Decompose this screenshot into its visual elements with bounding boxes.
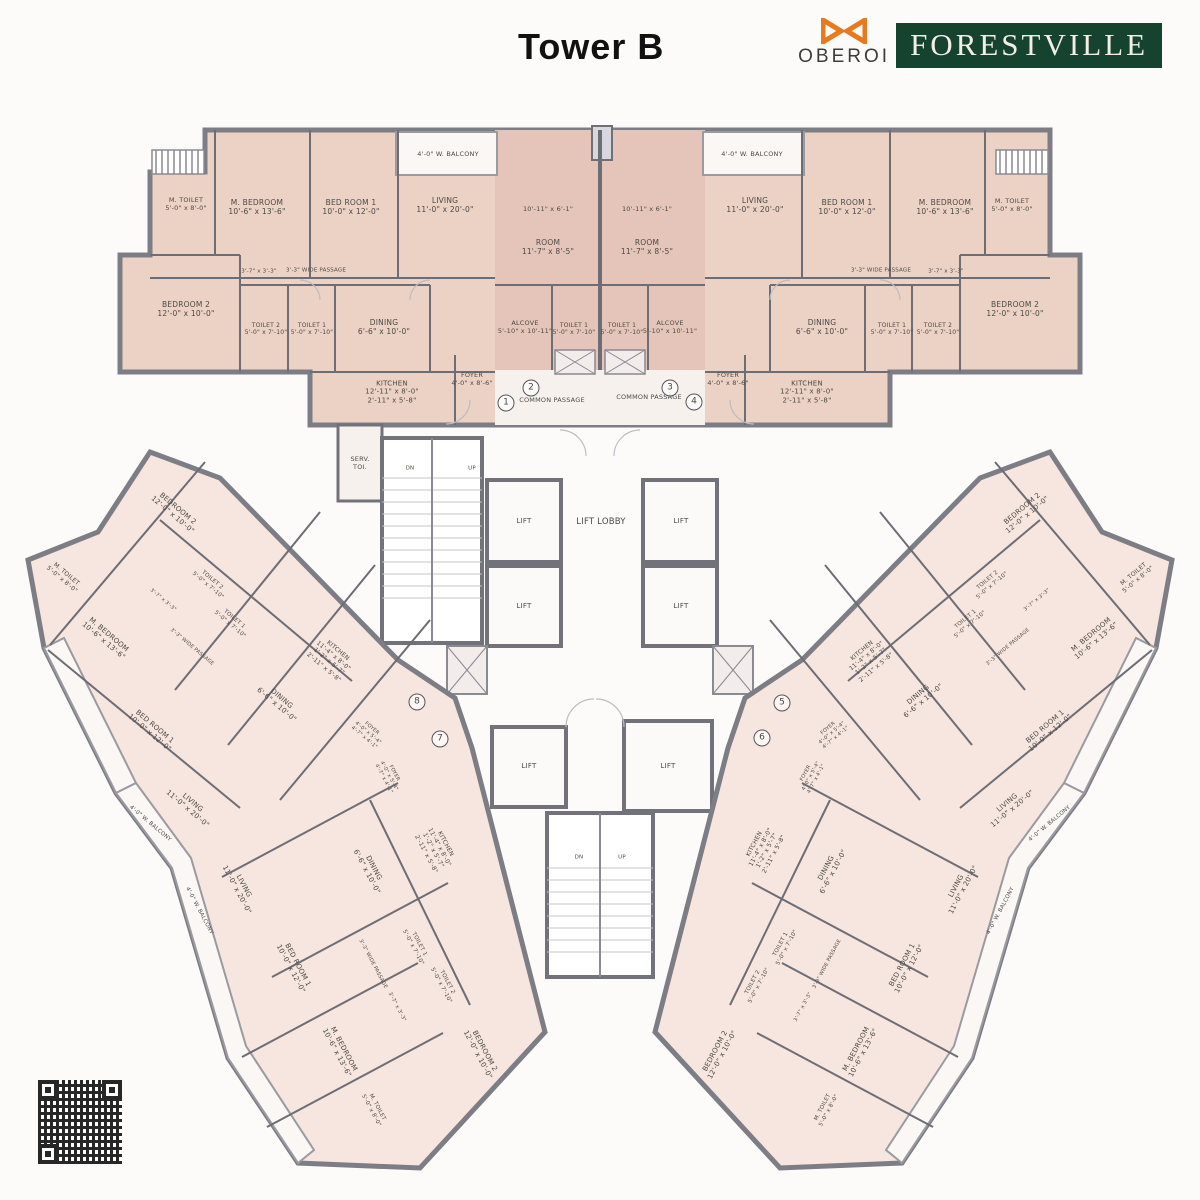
balcony-right [702, 131, 805, 176]
lift-shaft-6 [622, 719, 714, 813]
common-passage-strip [495, 370, 705, 425]
oberoi-logo: OBEROI [798, 18, 890, 68]
servant-toilet [336, 423, 384, 503]
balcony-left [395, 131, 498, 176]
lift-shaft-4 [641, 564, 719, 648]
page-title: Tower B [518, 26, 665, 67]
lift-shaft-1 [485, 478, 563, 564]
brand-logo: OBEROI FORESTVILLE [798, 18, 1162, 68]
top-wing [117, 125, 1083, 457]
central-core [336, 423, 754, 979]
qr-code [38, 1080, 122, 1164]
lift-shaft-3 [485, 564, 563, 648]
forestville-wordmark: FORESTVILLE [896, 23, 1162, 68]
right-wing [652, 448, 1175, 1171]
right-wing-balcony-2 [884, 781, 1086, 1165]
oberoi-butterfly-icon [821, 18, 868, 44]
oberoi-wordmark: OBEROI [798, 46, 891, 67]
left-wing-balcony-2 [114, 781, 316, 1165]
left-wing [25, 448, 548, 1171]
lift-shaft-2 [641, 478, 719, 564]
door-arcs [299, 279, 901, 457]
lift-shaft-5 [490, 725, 568, 809]
header: Tower B OBEROI FORESTVILLE [0, 0, 1200, 90]
